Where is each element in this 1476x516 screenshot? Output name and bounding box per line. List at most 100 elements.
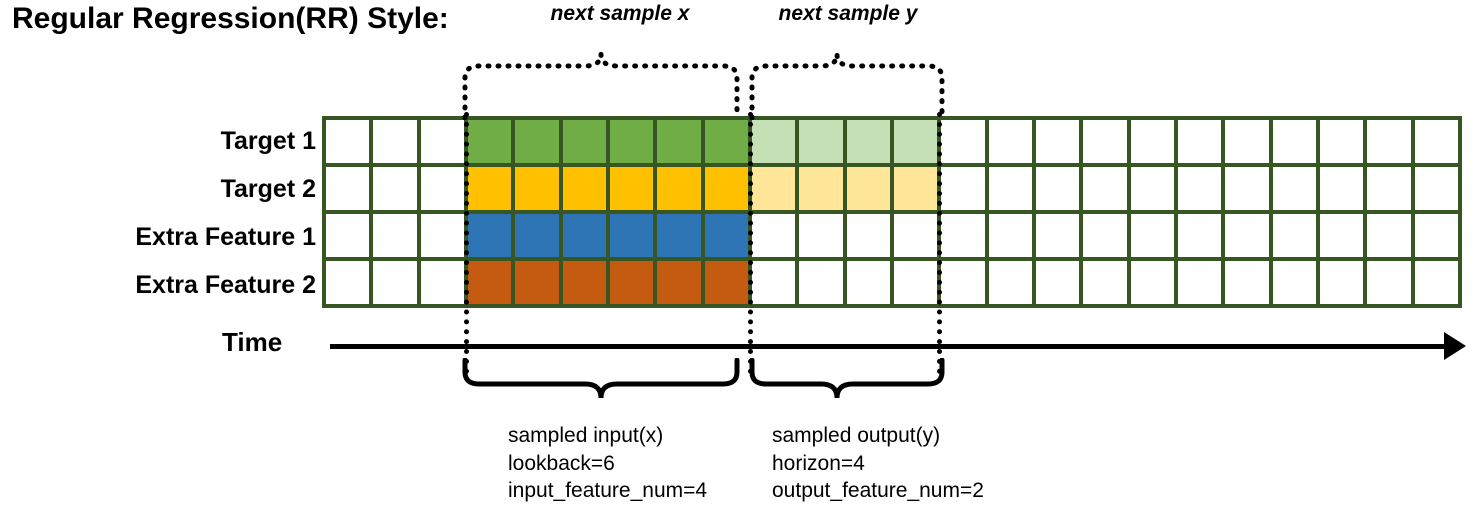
grid-cell	[1035, 261, 1080, 304]
guide-line-output-end	[937, 112, 943, 374]
grid-cell	[1035, 120, 1080, 163]
grid-cell	[799, 261, 843, 304]
grid-cell	[704, 120, 748, 163]
grid-cell	[704, 261, 748, 304]
brace-next-sample-x	[462, 53, 740, 120]
grid-cell	[704, 214, 748, 257]
grid-cell	[326, 167, 370, 210]
grid-cell	[467, 167, 512, 210]
grid-cell	[1035, 167, 1080, 210]
annotation-output-line-3: output_feature_num=2	[772, 479, 984, 503]
grid-cell	[609, 214, 654, 257]
grid-cell	[562, 261, 606, 304]
annotation-input-line-1: sampled input(x)	[508, 424, 664, 447]
grid-cell	[846, 214, 890, 257]
brace-sampled-output	[749, 358, 945, 399]
grid-cell	[373, 167, 417, 210]
row-label-extra-feature-1: Extra Feature 1	[135, 223, 316, 251]
grid-cell	[1083, 214, 1127, 257]
grid-cell	[657, 261, 701, 304]
grid-cell	[988, 261, 1032, 304]
grid-cell	[1225, 120, 1269, 163]
grid-cell	[657, 120, 701, 163]
grid-cell	[846, 120, 890, 163]
grid-cell	[515, 214, 559, 257]
guide-line-input-end	[748, 112, 753, 374]
label-next-sample-x: next sample x	[550, 2, 690, 25]
grid-cell	[704, 167, 748, 210]
grid-cell	[941, 261, 985, 304]
grid-cell	[941, 167, 985, 210]
grid-cell	[751, 120, 796, 163]
grid-cell	[1414, 167, 1458, 210]
grid-cell	[846, 261, 890, 304]
grid-cell	[1367, 120, 1411, 163]
label-next-sample-y: next sample y	[778, 2, 918, 25]
time-axis-line	[330, 344, 1448, 349]
grid-cell	[1367, 214, 1411, 257]
grid-cell	[988, 167, 1032, 210]
row-label-extra-feature-2: Extra Feature 2	[135, 271, 316, 299]
time-axis-arrow-icon	[1444, 332, 1466, 360]
grid-cell	[562, 167, 606, 210]
annotation-output-line-1: sampled output(y)	[772, 424, 941, 447]
guide-line-input-start	[464, 112, 469, 374]
grid-cell	[609, 167, 654, 210]
grid-cell	[1319, 120, 1364, 163]
grid-cell	[1225, 214, 1269, 257]
grid-cell	[1272, 214, 1316, 257]
annotation-sampled-input: sampled input(x) lookback=6 input_featur…	[508, 422, 707, 505]
grid-cell	[373, 214, 417, 257]
time-axis-label: Time	[222, 327, 283, 357]
grid-cell	[1272, 167, 1316, 210]
grid-cell	[373, 120, 417, 163]
grid-cell	[1130, 120, 1174, 163]
grid-cell	[1177, 120, 1222, 163]
grid-cell	[941, 214, 985, 257]
brace-sampled-input	[462, 358, 740, 399]
bottom-brace-group	[462, 358, 945, 399]
page-title: Regular Regression(RR) Style:	[12, 2, 449, 35]
annotation-input-line-3: input_feature_num=4	[508, 479, 708, 503]
grid-cell	[1414, 214, 1458, 257]
grid-cell	[420, 120, 464, 163]
grid-cell	[420, 167, 464, 210]
grid-cell	[562, 214, 606, 257]
grid-cell	[846, 167, 890, 210]
grid-cell	[467, 261, 512, 304]
grid-cell	[751, 214, 796, 257]
grid-cell	[1130, 214, 1174, 257]
grid-cell	[893, 120, 938, 163]
grid-cell	[751, 167, 796, 210]
grid-cell	[1367, 261, 1411, 304]
grid-cell	[326, 261, 370, 304]
grid-cell	[1177, 167, 1222, 210]
grid-cell	[1272, 261, 1316, 304]
grid-cell	[893, 167, 938, 210]
row-label-target-1: Target 1	[220, 127, 316, 155]
grid-cell	[657, 214, 701, 257]
grid-cell	[988, 120, 1032, 163]
grid-cell	[751, 261, 796, 304]
grid-cell	[420, 261, 464, 304]
annotation-input-line-2: lookback=6	[508, 451, 615, 475]
grid-cell	[1319, 261, 1364, 304]
grid-cell	[988, 214, 1032, 257]
grid-cell	[799, 120, 843, 163]
grid-cell	[467, 214, 512, 257]
grid-cell	[1319, 214, 1364, 257]
grid-cell	[1319, 167, 1364, 210]
grid-cell	[799, 167, 843, 210]
annotation-output-line-2: horizon=4	[772, 451, 865, 475]
grid-cell	[467, 120, 512, 163]
grid-cell	[326, 214, 370, 257]
grid-cell	[420, 214, 464, 257]
top-brace-group	[462, 53, 945, 120]
grid-cell	[515, 167, 559, 210]
grid-cell	[893, 261, 938, 304]
grid-cell	[562, 120, 606, 163]
timeline-grid	[322, 116, 1462, 308]
grid-cell	[1272, 120, 1316, 163]
grid-cell	[1414, 261, 1458, 304]
grid-cell	[1225, 261, 1269, 304]
